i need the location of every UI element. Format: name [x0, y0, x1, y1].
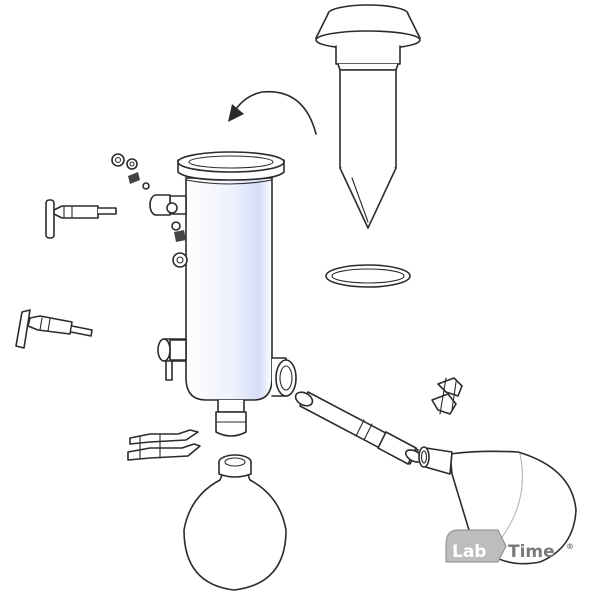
receiving-flask	[183, 454, 287, 591]
rotation-arrow-icon	[228, 90, 317, 135]
logo-time-text: Time	[508, 542, 555, 562]
labtime-logo: Lab Time ®	[445, 529, 574, 563]
joint-clamp	[431, 377, 463, 415]
logo-registered-mark: ®	[566, 542, 574, 551]
logo-lab-text: Lab	[452, 542, 486, 562]
flask-clip	[127, 429, 201, 461]
stopcock-valve-upper	[45, 199, 117, 239]
stopcock-valve-lower	[15, 309, 93, 349]
o-ring-seal	[325, 264, 411, 288]
vapour-duct-tube	[294, 391, 424, 465]
condenser-column	[149, 151, 297, 437]
port-fittings	[111, 153, 188, 268]
cold-trap-insert	[315, 4, 421, 229]
